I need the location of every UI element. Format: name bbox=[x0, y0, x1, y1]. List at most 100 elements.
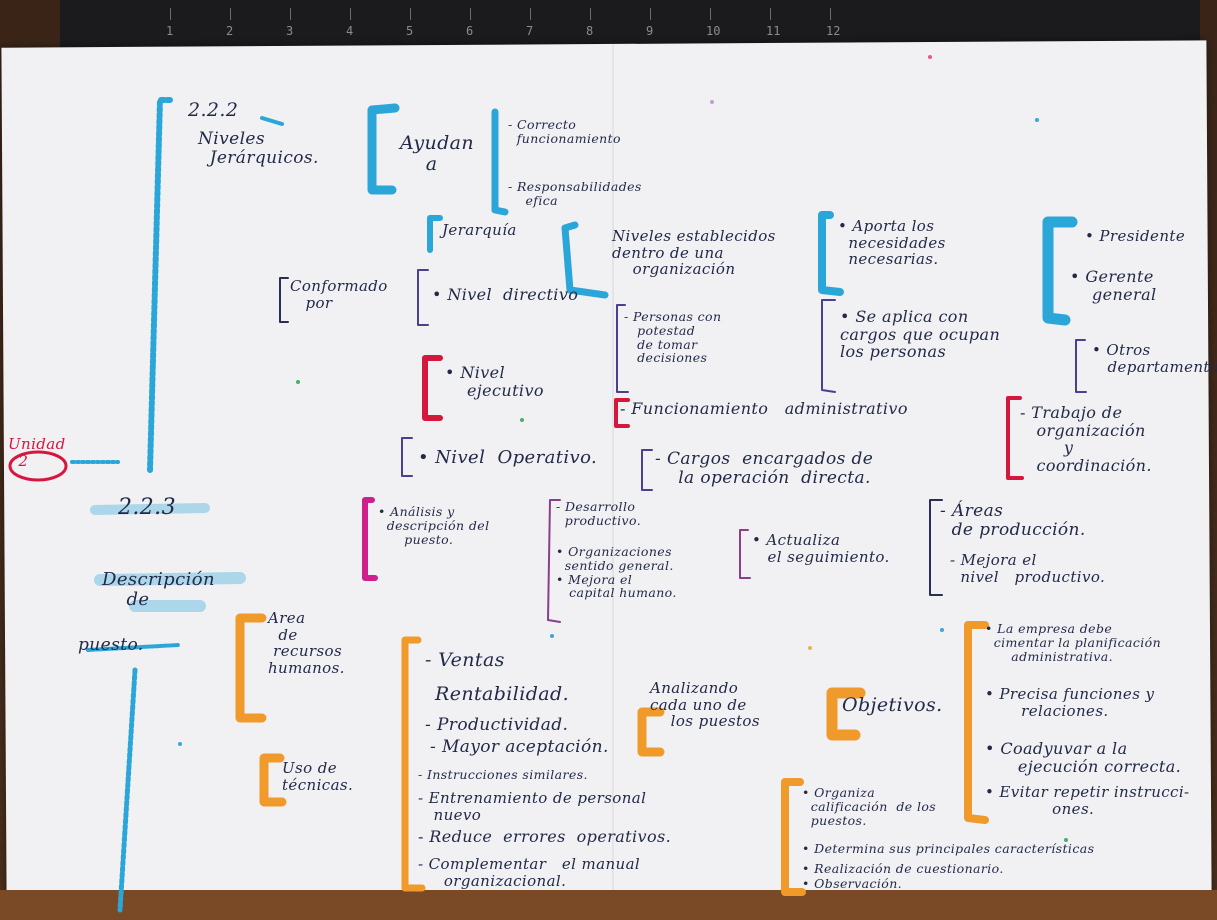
paper-speck bbox=[928, 55, 932, 59]
objetivos-bracket bbox=[826, 687, 866, 741]
note-determina: • Determina sus principales característi… bbox=[802, 841, 1095, 856]
paper-speck bbox=[1035, 118, 1039, 122]
area-rh-bracket bbox=[235, 613, 267, 723]
note-cargos: - Cargos encargados de la operación dire… bbox=[655, 449, 874, 488]
ruler-tick bbox=[350, 8, 351, 20]
ruler-tick bbox=[290, 8, 291, 20]
ruler-tick bbox=[170, 8, 171, 20]
ruler-number: 1 bbox=[166, 24, 174, 38]
table-edge bbox=[0, 890, 1217, 920]
note-conformado: Conformado por bbox=[290, 277, 388, 312]
organiza-bracket bbox=[781, 778, 806, 896]
note-actualiza: • Actualiza el seguimiento. bbox=[752, 531, 890, 566]
note-uso-tecnicas: Uso de técnicas. bbox=[282, 759, 354, 794]
blue-spine-lower bbox=[117, 667, 138, 913]
trabajo-bracket bbox=[1006, 396, 1024, 480]
note-nivel-operativo: • Nivel Operativo. bbox=[418, 447, 598, 468]
note-nivel-ejecutivo: • Nivel ejecutivo bbox=[445, 363, 544, 400]
ruler-number: 6 bbox=[466, 24, 474, 38]
ruler-number: 2 bbox=[226, 24, 234, 38]
ruler-tick bbox=[470, 8, 471, 20]
aporta-bracket bbox=[818, 211, 844, 296]
objetivos-brace bbox=[964, 621, 989, 824]
actualiza-bracket bbox=[739, 529, 751, 579]
ruler-number: 11 bbox=[766, 24, 781, 38]
nivel-directivo-bracket bbox=[417, 269, 429, 326]
note-instrucciones: - Instrucciones similares. bbox=[418, 767, 588, 782]
paper-speck bbox=[1064, 838, 1068, 842]
ruler-tick bbox=[830, 8, 831, 20]
note-objetivos: Objetivos. bbox=[842, 694, 943, 716]
ruler-number: 9 bbox=[646, 24, 654, 38]
ayudan-brace bbox=[491, 108, 509, 216]
cargos-bracket bbox=[641, 449, 653, 491]
ruler-number: 5 bbox=[406, 24, 414, 38]
nivel-operativo-bracket bbox=[401, 437, 413, 477]
note-aporta: • Aporta los necesidades necesarias. bbox=[838, 217, 946, 268]
note-section-223: 2.2.3 bbox=[118, 495, 176, 520]
note-complementar: - Complementar el manual organizacional. bbox=[418, 855, 641, 890]
note-analisis: • Análisis y descripción del puesto. bbox=[378, 504, 490, 547]
nivel-ejecutivo-bracket bbox=[422, 355, 443, 421]
dash-desc bbox=[86, 643, 180, 652]
note-mayor-aceptacion: - Mayor aceptación. bbox=[430, 737, 609, 757]
note-organiza: • Organiza calificación de los puestos. bbox=[802, 785, 937, 828]
note-gerente: • Gerente general bbox=[1070, 267, 1157, 304]
note-entrenamiento: - Entrenamiento de personal nuevo bbox=[418, 789, 647, 824]
note-la-empresa: • La empresa debe cimentar la planificac… bbox=[985, 621, 1162, 664]
note-unidad: Unidad 2 bbox=[8, 435, 66, 470]
paper-fold bbox=[612, 44, 614, 894]
note-niveles-establecidos: Niveles establecidos dentro de una organ… bbox=[612, 227, 776, 278]
paper-speck bbox=[520, 418, 524, 422]
note-jerarquia: Jerarquía bbox=[442, 221, 517, 239]
note-otros: • Otros departamentos bbox=[1092, 341, 1217, 376]
ruler-tick bbox=[230, 8, 231, 20]
note-presidente: • Presidente bbox=[1085, 227, 1186, 245]
personas-bracket bbox=[616, 304, 629, 393]
funcionamiento-bracket bbox=[614, 398, 630, 428]
note-ayudan: Ayudan a bbox=[400, 132, 475, 175]
note-realizacion: • Realización de cuestionario. bbox=[802, 861, 1004, 876]
areas-bracket bbox=[929, 499, 943, 596]
note-evitar: • Evitar repetir instrucci- ones. bbox=[985, 783, 1190, 818]
ruler-tick bbox=[410, 8, 411, 20]
note-responsabilidades: - Responsabilidades efica bbox=[508, 179, 642, 208]
note-nivel-directivo: • Nivel directivo bbox=[432, 285, 579, 304]
note-reduce: - Reduce errores operativos. bbox=[418, 827, 672, 846]
ruler-number: 10 bbox=[706, 24, 721, 38]
note-precisa: • Precisa funciones y relaciones. bbox=[985, 685, 1155, 720]
note-descripcion: Descripción de bbox=[102, 569, 215, 610]
note-puesto: puesto. bbox=[78, 635, 144, 655]
note-analizando: Analizando cada uno de los puestos bbox=[650, 679, 760, 730]
note-productividad: - Productividad. bbox=[425, 715, 569, 735]
ruler-number: 3 bbox=[286, 24, 294, 38]
ruler-number: 12 bbox=[826, 24, 841, 38]
paper-speck bbox=[178, 742, 182, 746]
ruler-tick bbox=[710, 8, 711, 20]
niveles-bracket bbox=[561, 221, 609, 299]
se-aplica-bracket bbox=[821, 299, 836, 393]
desarrollo-bracket bbox=[547, 499, 561, 623]
note-observacion: • Observación. bbox=[802, 876, 903, 891]
ruler-number: 8 bbox=[586, 24, 594, 38]
note-trabajo: - Trabajo de organización y coordinación… bbox=[1020, 403, 1152, 475]
jerarquia-bracket bbox=[427, 215, 443, 253]
blue-spine-bracket bbox=[147, 97, 173, 473]
ayudan-bracket bbox=[367, 103, 400, 195]
note-ventas: - Ventas bbox=[425, 649, 505, 671]
paper-speck bbox=[710, 100, 714, 104]
paper-speck bbox=[808, 646, 812, 650]
ruler-tick bbox=[590, 8, 591, 20]
descripcion-highlight bbox=[94, 572, 246, 612]
ruler-number: 7 bbox=[526, 24, 534, 38]
analisis-bracket bbox=[362, 497, 378, 581]
paper-speck bbox=[940, 628, 944, 632]
ruler-tick bbox=[770, 8, 771, 20]
note-areas: - Áreas de producción. bbox=[940, 501, 1086, 540]
unidad-circle bbox=[8, 450, 68, 482]
uso-tecnicas-bracket bbox=[259, 753, 287, 807]
note-coadyuvar: • Coadyuvar a la ejecución correcta. bbox=[985, 739, 1182, 776]
dash-222 bbox=[260, 116, 284, 126]
note-personas: - Personas con potestad de tomar decisio… bbox=[624, 309, 722, 366]
